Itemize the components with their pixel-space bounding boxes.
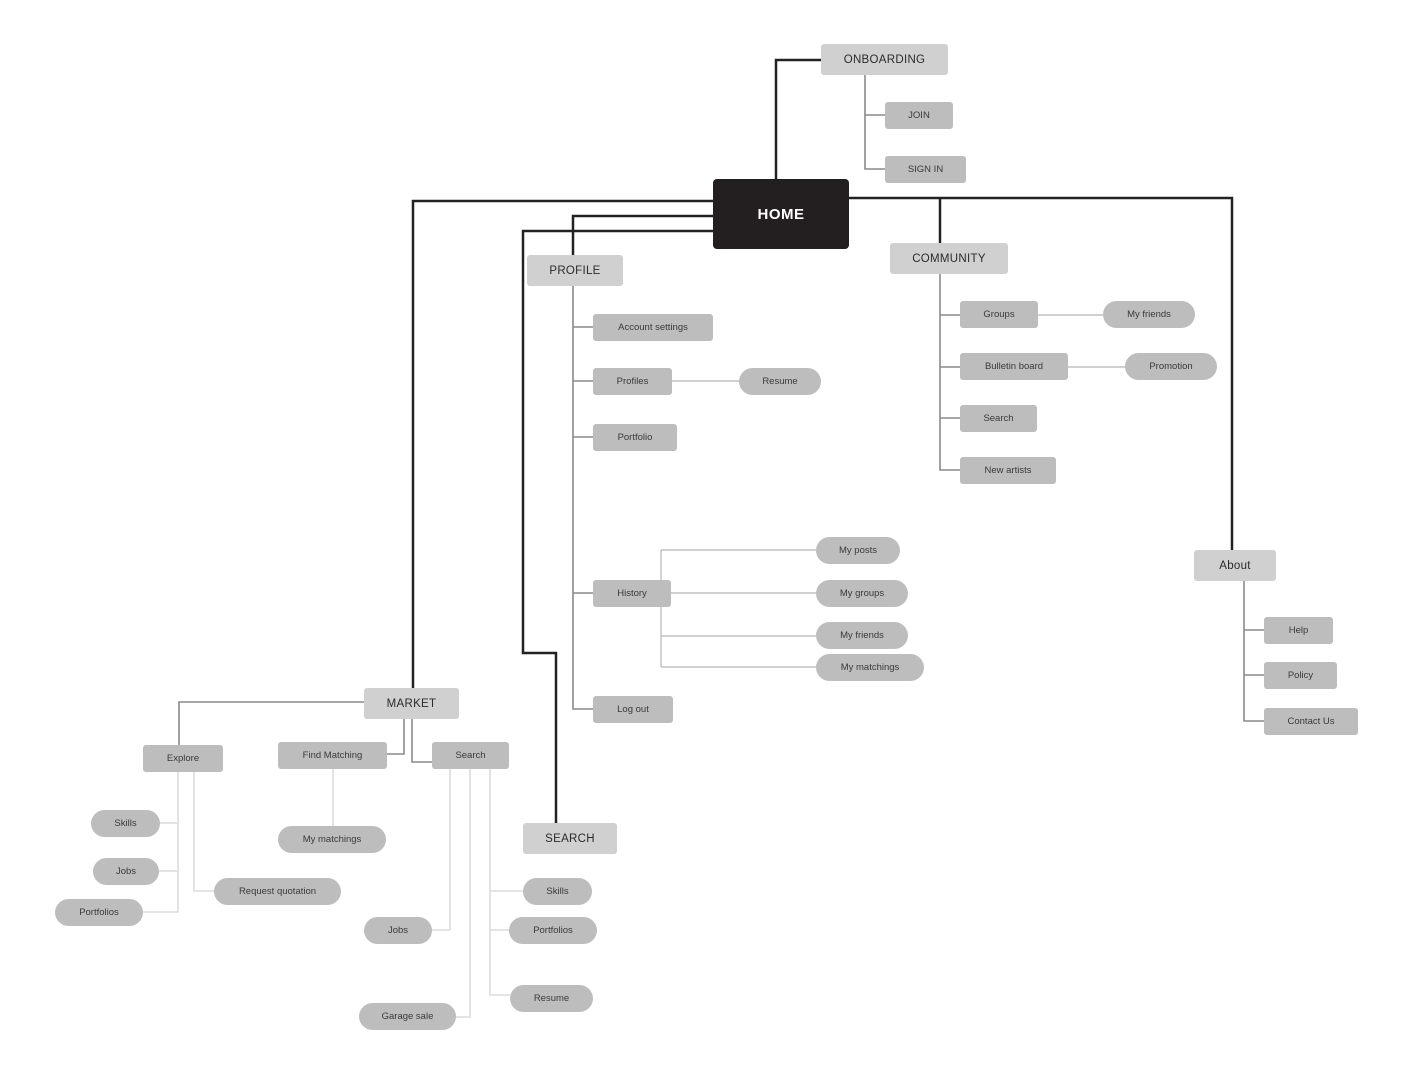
node-profile[interactable]: PROFILE <box>527 255 623 286</box>
node-my-posts[interactable]: My posts <box>816 537 900 564</box>
node-profiles[interactable]: Profiles <box>593 368 672 395</box>
node-new-artists[interactable]: New artists <box>960 457 1056 484</box>
node-home[interactable]: HOME <box>713 179 849 249</box>
node-search-portfolios[interactable]: Portfolios <box>509 917 597 944</box>
node-history[interactable]: History <box>593 580 671 607</box>
secondary-connectors <box>178 75 1264 763</box>
node-about[interactable]: About <box>1194 550 1276 581</box>
node-market[interactable]: MARKET <box>364 688 459 719</box>
node-find-matching[interactable]: Find Matching <box>278 742 387 769</box>
node-market-my-matchings[interactable]: My matchings <box>278 826 386 853</box>
node-explore-skills[interactable]: Skills <box>91 810 160 837</box>
node-sign-in[interactable]: SIGN IN <box>885 156 966 183</box>
node-promotion[interactable]: Promotion <box>1125 353 1217 380</box>
node-portfolio[interactable]: Portfolio <box>593 424 677 451</box>
light-connectors <box>143 769 523 1018</box>
node-community[interactable]: COMMUNITY <box>890 243 1008 274</box>
node-my-matchings[interactable]: My matchings <box>816 654 924 681</box>
node-garage-sale[interactable]: Garage sale <box>359 1003 456 1030</box>
node-community-my-friends[interactable]: My friends <box>1103 301 1195 328</box>
node-market-search-jobs[interactable]: Jobs <box>364 917 432 944</box>
node-resume[interactable]: Resume <box>739 368 821 395</box>
node-explore-jobs[interactable]: Jobs <box>93 858 159 885</box>
node-market-search[interactable]: Search <box>432 742 509 769</box>
node-account-settings[interactable]: Account settings <box>593 314 713 341</box>
node-join[interactable]: JOIN <box>885 102 953 129</box>
tertiary-connectors <box>660 314 1125 668</box>
node-explore-portfolios[interactable]: Portfolios <box>55 899 143 926</box>
node-contact-us[interactable]: Contact Us <box>1264 708 1358 735</box>
node-log-out[interactable]: Log out <box>593 696 673 723</box>
node-bulletin-board[interactable]: Bulletin board <box>960 353 1068 380</box>
node-my-friends[interactable]: My friends <box>816 622 908 649</box>
node-search[interactable]: SEARCH <box>523 823 617 854</box>
node-search-skills[interactable]: Skills <box>523 878 592 905</box>
node-onboarding[interactable]: ONBOARDING <box>821 44 948 75</box>
node-help[interactable]: Help <box>1264 617 1333 644</box>
node-search-resume[interactable]: Resume <box>510 985 593 1012</box>
node-community-search[interactable]: Search <box>960 405 1037 432</box>
node-request-quotation[interactable]: Request quotation <box>214 878 341 905</box>
node-explore[interactable]: Explore <box>143 745 223 772</box>
main-connectors <box>411 58 1234 823</box>
node-groups[interactable]: Groups <box>960 301 1038 328</box>
node-policy[interactable]: Policy <box>1264 662 1337 689</box>
node-my-groups[interactable]: My groups <box>816 580 908 607</box>
